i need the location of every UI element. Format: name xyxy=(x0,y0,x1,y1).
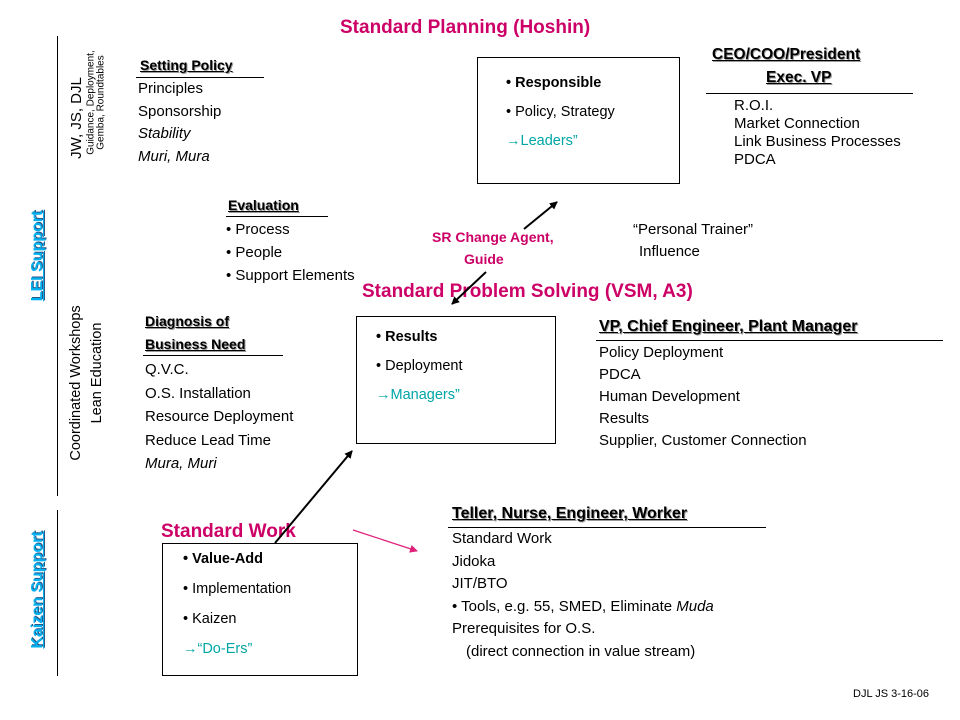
arrow-icon: → xyxy=(183,641,198,657)
planning-box-role: →Leaders” xyxy=(506,133,578,149)
diagnosis-header-2: Business Need xyxy=(145,336,246,352)
work-box-item: • Kaizen xyxy=(183,611,237,627)
ceo-rule xyxy=(706,93,913,94)
teller-item: Prerequisites for O.S. xyxy=(452,620,596,637)
personal-trainer-line: Influence xyxy=(639,243,700,260)
planning-box-item: • Responsible xyxy=(506,75,602,91)
vp-item: Supplier, Customer Connection xyxy=(599,432,807,449)
evaluation-rule xyxy=(226,216,328,217)
evaluation-item: • Process xyxy=(226,221,290,238)
diagnosis-item: Q.V.C. xyxy=(145,361,189,378)
evaluation-item: • Support Elements xyxy=(226,267,355,284)
personal-trainer-label: “Personal Trainer” Influence xyxy=(633,219,753,263)
diagnosis-item: Mura, Muri xyxy=(145,455,217,472)
title-standard-planning: Standard Planning (Hoshin) xyxy=(340,17,591,38)
problem-solving-box: • Results • Deployment →Managers” xyxy=(356,316,556,444)
setting-policy-item: Sponsorship xyxy=(138,102,222,120)
planning-box: • Responsible • Policy, Strategy →Leader… xyxy=(477,57,680,184)
setting-policy-header: Setting Policy xyxy=(140,57,233,73)
title-standard-problem-solving: Standard Problem Solving (VSM, A3) xyxy=(362,281,693,302)
teller-item: Jidoka xyxy=(452,552,496,570)
setting-policy-rule xyxy=(136,77,264,78)
teller-rule xyxy=(448,527,766,528)
diagnosis-item: Resource Deployment xyxy=(145,408,294,425)
ceo-list: R.O.I. Market Connection Link Business P… xyxy=(734,97,901,169)
teller-list: Standard Work Jidoka JIT/BTO • Tools, e.… xyxy=(452,528,714,663)
vp-item: Policy Deployment xyxy=(599,344,724,361)
teller-item: JIT/BTO xyxy=(452,575,508,592)
arrow-icon: → xyxy=(376,387,391,403)
arrow-to-planning xyxy=(523,201,558,230)
sr-change-line: Guide xyxy=(464,251,504,267)
work-box-item: • Value-Add xyxy=(183,551,264,567)
diagnosis-item: Reduce Lead Time xyxy=(145,431,271,449)
sr-change-agent-label: SR Change Agent, Guide xyxy=(432,226,554,270)
setting-policy-item: Principles xyxy=(138,80,204,97)
vp-header: VP, Chief Engineer, Plant Manager xyxy=(599,318,858,335)
vp-list: Policy Deployment PDCA Human Development… xyxy=(599,342,807,452)
diagnosis-header: Diagnosis of xyxy=(145,313,230,329)
teller-item: • Tools, e.g. 55, SMED, Eliminate Muda xyxy=(452,597,714,615)
setting-policy-item: Stability xyxy=(138,125,191,142)
ceo-header-2: Exec. VP xyxy=(766,69,832,86)
ceo-item: PDCA xyxy=(734,151,776,168)
left-rule-upper xyxy=(57,36,58,496)
ceo-item: R.O.I. xyxy=(734,97,774,114)
left-rule-lower xyxy=(57,510,58,676)
problem-box-role: →Managers” xyxy=(376,387,460,403)
footer-label: DJL JS 3-16-06 xyxy=(853,688,930,700)
teller-item: (direct connection in value stream) xyxy=(466,642,696,660)
setting-policy-item: Muri, Mura xyxy=(138,147,210,165)
vp-rule xyxy=(596,340,943,341)
teller-header: Teller, Nurse, Engineer, Worker xyxy=(452,505,688,522)
ceo-item: Market Connection xyxy=(734,115,860,132)
vp-item: Results xyxy=(599,410,650,427)
evaluation-item: • People xyxy=(226,244,283,261)
planning-box-item: • Policy, Strategy xyxy=(506,104,615,120)
evaluation-header: Evaluation xyxy=(228,197,299,213)
personal-trainer-line: “Personal Trainer” xyxy=(633,221,754,238)
work-box-role: →“Do-Ers” xyxy=(183,641,253,657)
standard-work-box: • Value-Add • Implementation • Kaizen →“… xyxy=(162,543,358,676)
diagnosis-rule xyxy=(143,355,283,356)
teller-item: Standard Work xyxy=(452,530,552,547)
vp-item: Human Development xyxy=(599,388,740,405)
arrow-work-to-problem xyxy=(274,450,353,544)
arrow-work-to-teller xyxy=(352,529,418,553)
ceo-header: CEO/COO/President xyxy=(712,46,861,63)
title-standard-work: Standard Work xyxy=(161,521,296,542)
ceo-item: Link Business Processes xyxy=(734,133,901,150)
arrow-to-problem xyxy=(451,271,487,305)
work-box-item: • Implementation xyxy=(183,581,292,597)
vp-item: PDCA xyxy=(599,366,641,383)
sr-change-line: SR Change Agent, xyxy=(432,229,554,245)
problem-box-item: • Deployment xyxy=(376,358,463,374)
setting-policy-list: Principles Sponsorship Stability Muri, M… xyxy=(138,78,221,168)
evaluation-list: • Process • People • Support Elements xyxy=(226,218,355,287)
diagnosis-item: O.S. Installation xyxy=(145,384,251,402)
diagnosis-list: Q.V.C. O.S. Installation Resource Deploy… xyxy=(145,358,293,476)
arrow-icon: → xyxy=(506,133,521,149)
problem-box-item: • Results xyxy=(376,329,438,345)
